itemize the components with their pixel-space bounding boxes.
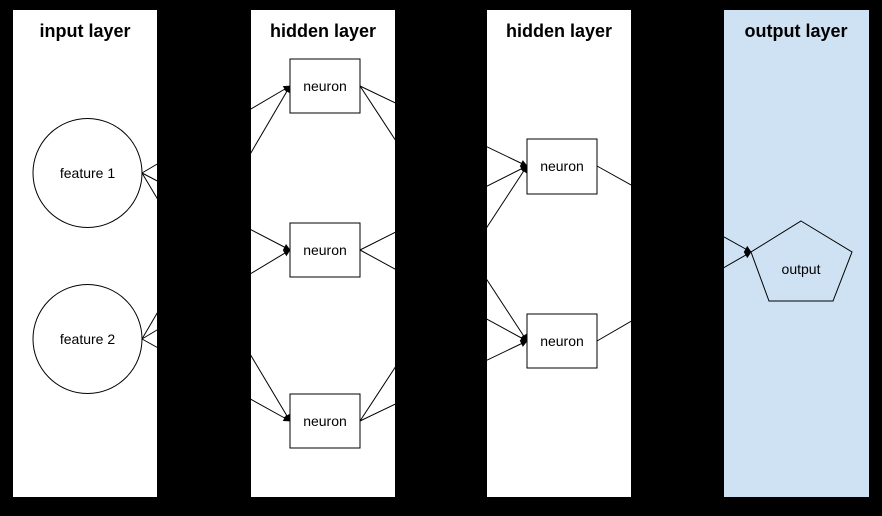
node-h2n1: neuron xyxy=(526,138,598,195)
h1n3-label: neuron xyxy=(303,413,347,429)
h1n2-rect xyxy=(289,222,361,278)
hidden-layer-1-title: hidden layer xyxy=(270,21,376,41)
panel-hidden-layer-2 xyxy=(487,10,631,497)
node-feature1: feature 1 xyxy=(32,118,143,228)
h2n2-label: neuron xyxy=(540,333,584,349)
h1n1-label: neuron xyxy=(303,78,347,94)
feature2-label: feature 2 xyxy=(60,331,115,347)
feature1-label: feature 1 xyxy=(60,165,115,181)
node-h2n2: neuron xyxy=(526,313,598,369)
h1n1-rect xyxy=(289,58,361,114)
hidden-layer-2-title: hidden layer xyxy=(506,21,612,41)
h2n2-rect xyxy=(526,313,598,369)
h2n1-rect xyxy=(526,138,598,195)
panel-input-layer xyxy=(13,10,157,497)
node-feature2: feature 2 xyxy=(32,284,143,394)
node-output: output xyxy=(750,220,853,302)
node-h1n3: neuron xyxy=(289,393,361,449)
feature1-circle xyxy=(32,118,143,228)
h1n3-rect xyxy=(289,393,361,449)
output-layer-title: output layer xyxy=(744,21,847,41)
output-label: output xyxy=(782,261,821,277)
node-h1n1: neuron xyxy=(289,58,361,114)
output-pentagon xyxy=(750,220,853,302)
feature2-circle xyxy=(32,284,143,394)
h2n1-label: neuron xyxy=(540,158,584,174)
node-h1n2: neuron xyxy=(289,222,361,278)
h1n2-label: neuron xyxy=(303,242,347,258)
input-layer-title: input layer xyxy=(39,21,130,41)
